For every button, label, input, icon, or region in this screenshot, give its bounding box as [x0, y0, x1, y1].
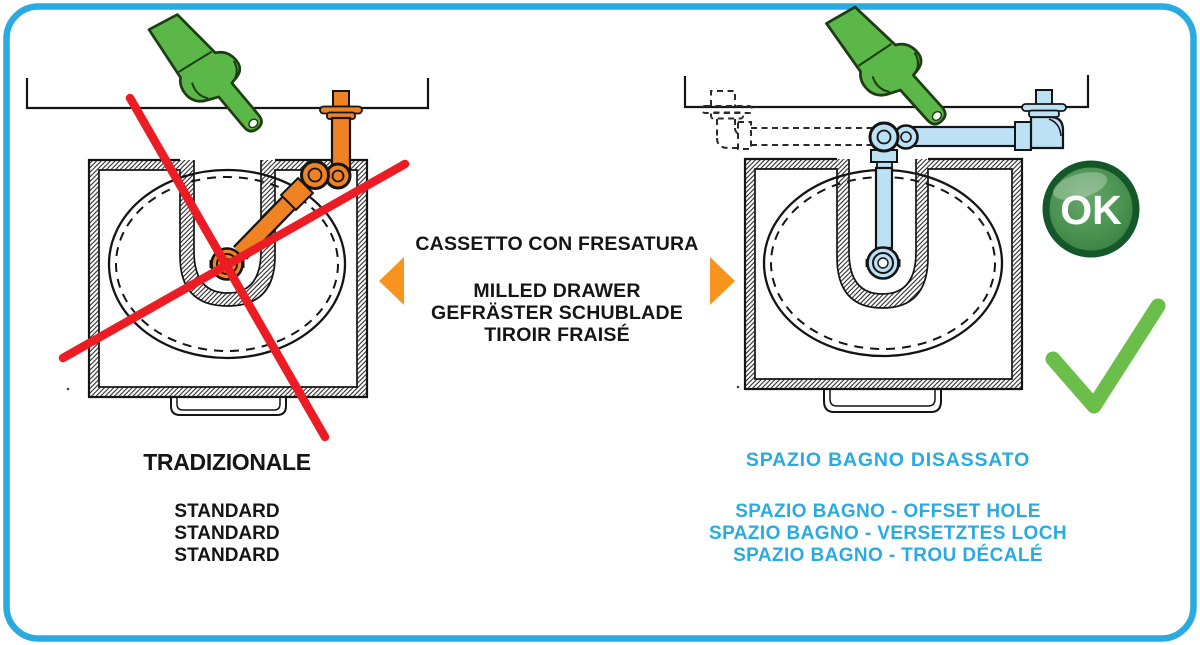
caption-line-fr: TIROIR FRAISÉ: [484, 323, 630, 346]
right-subtitle: SPAZIO BAGNO - VERSETZTES LOCH: [709, 523, 1067, 544]
right-labels: SPAZIO BAGNO DISASSATO SPAZIO BAGNO - OF…: [709, 449, 1067, 566]
swivel-joint-left: [300, 160, 330, 190]
right-subtitle: SPAZIO BAGNO - OFFSET HOLE: [735, 501, 1041, 522]
stray-dot: [66, 387, 70, 391]
elbow-nut: [1014, 121, 1032, 151]
left-title: TRADIZIONALE: [143, 449, 311, 475]
center-caption: CASSETTO CON FRESATURA MILLED DRAWER GEF…: [379, 233, 735, 346]
caption-line-it: CASSETTO CON FRESATURA: [415, 233, 698, 255]
pointing-hand-icon: [137, 0, 280, 152]
elbow: [1029, 115, 1065, 150]
offset-siphon: [865, 89, 1067, 280]
right-title: SPAZIO BAGNO DISASSATO: [746, 449, 1030, 471]
drawer-handle-right: [823, 390, 942, 413]
arrow-right-icon: [710, 257, 735, 305]
drawer-outline-right: [743, 157, 1024, 391]
traditional-siphon: [209, 90, 363, 281]
left-subtitle: STANDARD: [174, 501, 279, 522]
countertop-right: [683, 75, 1090, 109]
drawer-outline-left: [87, 158, 369, 399]
left-labels: TRADIZIONALE STANDARD STANDARD STANDARD: [143, 449, 311, 566]
swivel-joint-right: [868, 121, 900, 153]
horizontal-pipe: [906, 125, 1019, 148]
drawer-handle-left: [170, 397, 287, 416]
milled-slot-right: [848, 159, 917, 295]
right-subtitle: SPAZIO BAGNO - TROU DÉCALÉ: [733, 544, 1043, 566]
basin-dashed-outline: [115, 176, 339, 352]
red-cross-icon: [58, 93, 410, 442]
pointing-hand-icon: [814, 0, 964, 146]
ok-badge: OK: [1042, 160, 1140, 258]
caption-line-de: GEFRÄSTER SCHUBLADE: [431, 301, 683, 324]
frame-border: [3, 3, 1197, 642]
caption-line-en: MILLED DRAWER: [473, 280, 640, 302]
basin-outline: [107, 168, 347, 360]
milled-slot-left: [193, 160, 262, 294]
left-subtitle: STANDARD: [174, 545, 279, 566]
ok-badge-label: OK: [1060, 187, 1122, 233]
dashed-old-position-siphon: [701, 90, 872, 150]
arrow-left-icon: [379, 257, 404, 305]
green-check-icon: [1045, 298, 1166, 414]
tailpiece-pipe: [874, 166, 894, 250]
left-subtitle: STANDARD: [174, 523, 279, 544]
left-diagram-traditional: [25, 0, 430, 442]
right-diagram-offset: OK: [683, 0, 1166, 414]
stray-dot: [736, 385, 740, 389]
